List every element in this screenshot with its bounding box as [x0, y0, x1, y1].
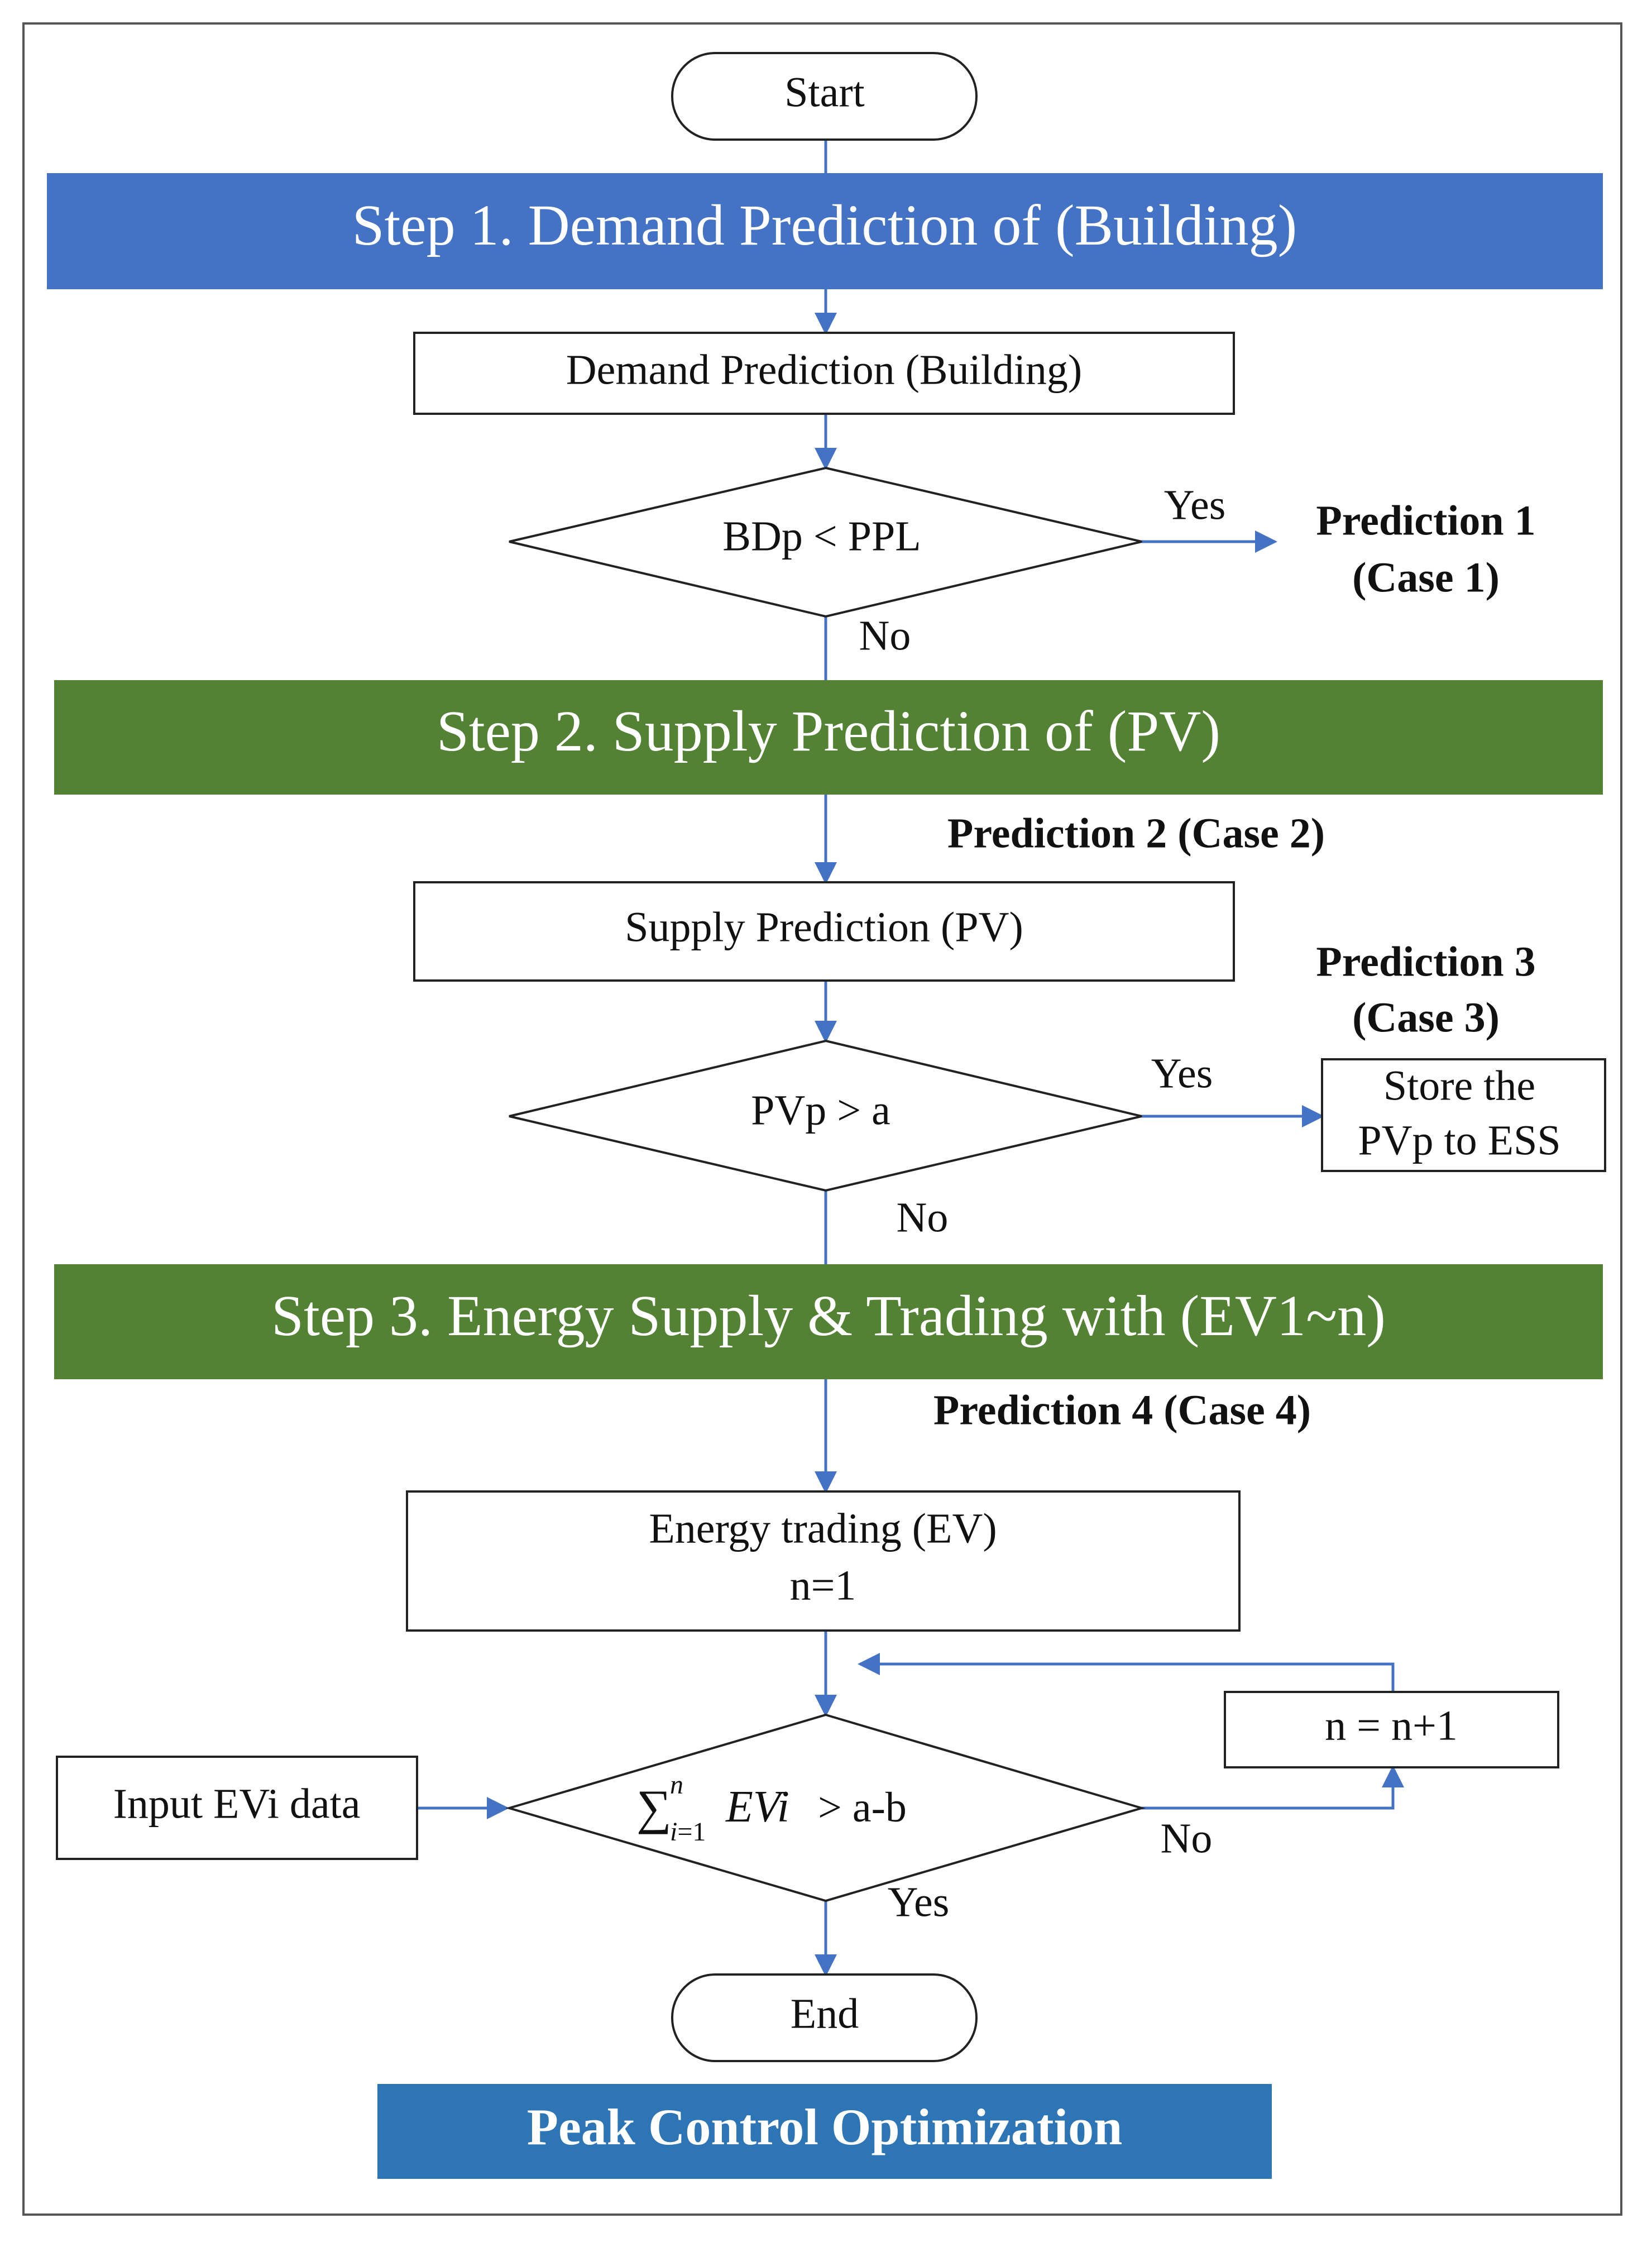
sum-term: EVi — [725, 1782, 789, 1832]
decision1-label: BDp < PPL — [722, 513, 921, 560]
decision-bdp-ppl: BDp < PPL — [509, 466, 1142, 618]
edge-increment-loop — [858, 1653, 1395, 1692]
sum-upper-limit: n — [670, 1770, 683, 1800]
sigma-symbol: ∑ — [636, 1781, 672, 1835]
sum-lower-limit: i=1 — [670, 1817, 706, 1847]
peak-control-label: Peak Control Optimization — [527, 2098, 1123, 2155]
no-label-1: No — [859, 612, 911, 659]
decision2-label: PVp > a — [751, 1087, 890, 1134]
start-label: Start — [784, 69, 865, 116]
yes-label-1: Yes — [1164, 481, 1226, 528]
demand-prediction-label: Demand Prediction (Building) — [566, 346, 1083, 393]
step1-band: Step 1. Demand Prediction of (Building) — [47, 173, 1603, 289]
decision-sum-evi: ∑ n i=1 EVi > a-b — [505, 1713, 1146, 1902]
supply-prediction-box: Supply Prediction (PV) — [413, 881, 1235, 982]
prediction1-line1: Prediction 1 — [1316, 497, 1535, 544]
edge-decision3-no — [1142, 1765, 1404, 1810]
step3-label: Step 3. Energy Supply & Trading with (EV… — [271, 1284, 1386, 1348]
yes-label-2: Yes — [1151, 1050, 1213, 1097]
energy-trading-box: Energy trading (EV) n=1 — [406, 1490, 1241, 1632]
increment-label: n = n+1 — [1325, 1702, 1458, 1749]
decision3-tail: > a-b — [818, 1784, 907, 1831]
prediction2-label: Prediction 2 (Case 2) — [947, 810, 1325, 857]
store-line1: Store the — [1383, 1062, 1535, 1109]
peak-control-banner: Peak Control Optimization — [377, 2084, 1272, 2179]
demand-prediction-box: Demand Prediction (Building) — [413, 332, 1235, 415]
end-label: End — [791, 1990, 859, 2037]
store-pvp-box: Store the PVp to ESS — [1321, 1058, 1606, 1172]
prediction1-line2: (Case 1) — [1352, 554, 1500, 601]
store-line2: PVp to ESS — [1358, 1117, 1560, 1164]
end-node: End — [671, 1973, 978, 2062]
no-label-3: No — [1161, 1815, 1213, 1862]
connectors — [418, 140, 1404, 1977]
prediction3-line2: (Case 3) — [1352, 994, 1500, 1041]
diagram-frame — [22, 22, 1622, 2216]
start-node: Start — [671, 52, 978, 141]
prediction4-label: Prediction 4 (Case 4) — [933, 1387, 1311, 1433]
input-evi-box: Input EVi data — [56, 1756, 418, 1860]
increment-box: n = n+1 — [1224, 1691, 1559, 1768]
sum-formula: ∑ n i=1 EVi > a-b — [636, 1770, 907, 1847]
trading-line2: n=1 — [790, 1562, 856, 1609]
input-evi-label: Input EVi data — [113, 1780, 361, 1827]
decision-pvp-a: PVp > a — [509, 1039, 1142, 1192]
no-label-2: No — [897, 1194, 949, 1241]
prediction3-line1: Prediction 3 — [1316, 938, 1535, 985]
step2-band: Step 2. Supply Prediction of (PV) — [54, 680, 1603, 795]
yes-label-3: Yes — [888, 1878, 950, 1925]
step1-label: Step 1. Demand Prediction of (Building) — [352, 193, 1297, 257]
trading-line1: Energy trading (EV) — [649, 1505, 997, 1552]
step3-band: Step 3. Energy Supply & Trading with (EV… — [54, 1264, 1603, 1379]
supply-prediction-label: Supply Prediction (PV) — [625, 903, 1023, 950]
step2-label: Step 2. Supply Prediction of (PV) — [437, 699, 1220, 763]
